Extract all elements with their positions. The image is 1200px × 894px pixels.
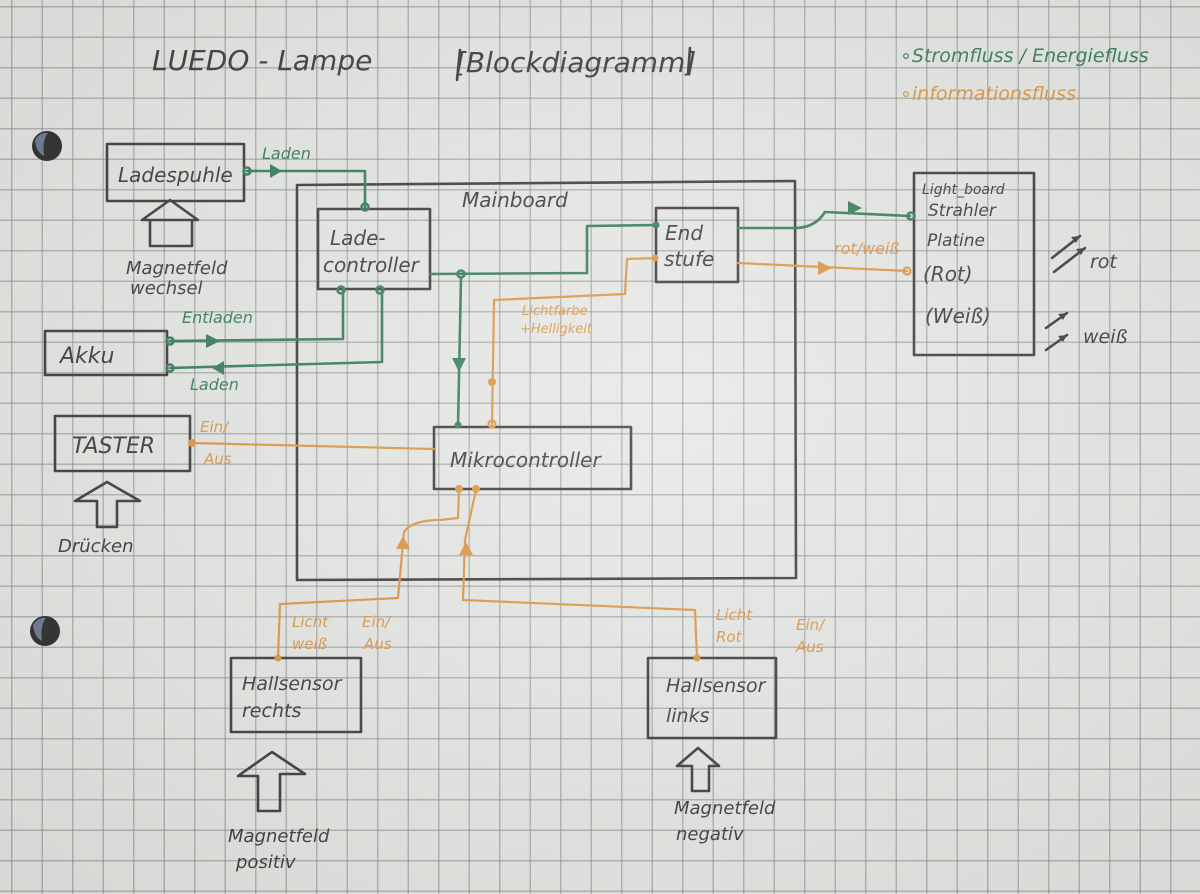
info-flow-taster-to-mikrocontroller — [188, 439, 436, 451]
taster-input: Drücken — [58, 536, 133, 557]
edge-label-rot-weiss: rot/weiß — [834, 239, 899, 258]
power-flow-endstufe-to-lightboard — [736, 201, 916, 230]
white-light-emission-icon — [1044, 311, 1069, 352]
binder-hole-top — [32, 131, 62, 161]
subtitle-brackets — [455, 46, 692, 82]
hallsensor-rechts-label-1: Hallsensor — [242, 673, 343, 695]
ladespule-input-1: Magnetfeld — [126, 258, 228, 279]
hallsensor-rechts-label-2: rechts — [242, 700, 301, 722]
magnetfeld-positiv-arrow-icon — [236, 750, 307, 813]
edge-label-hl-aus: Aus — [795, 638, 824, 656]
hallsensor-links-input-1: Magnetfeld — [674, 798, 776, 819]
power-flow-ladecontroller-to-endstufe — [428, 221, 660, 279]
lightboard-label-1: Light_board — [922, 182, 1005, 198]
edge-label-hr-licht-2: weiß — [292, 635, 327, 653]
akku-label: Akku — [58, 344, 114, 369]
hallsensor-rechts-block — [229, 656, 363, 734]
magnetfeld-negativ-arrow-icon — [675, 746, 721, 793]
taster-label: TASTER — [72, 434, 155, 459]
hallsensor-links-label-1: Hallsensor — [666, 675, 767, 697]
binder-hole-bottom — [30, 616, 60, 646]
legend-info-flow: ∘informationsfluss — [900, 83, 1076, 105]
edge-label-lichtfarbe-1: Lichtfarbe — [522, 304, 587, 319]
lightboard-label-2: Strahler — [928, 201, 997, 221]
druecken-arrow-icon — [73, 480, 142, 529]
edge-label-taster-aus: Aus — [203, 450, 232, 468]
edge-label-hl-ein: Ein/ — [796, 616, 826, 634]
hallsensor-rechts-input-2: positiv — [235, 852, 296, 873]
edge-label-laden-akku: Laden — [190, 375, 239, 394]
endstufe-label-1: End — [665, 221, 703, 245]
endstufe-block — [654, 206, 740, 284]
hallsensor-links-block — [646, 656, 778, 740]
edge-label-entladen: Entladen — [182, 308, 253, 327]
red-light-emission-icon — [1050, 234, 1087, 274]
magnetfeld-house-icon — [140, 198, 200, 248]
diagram-subtitle: [Blockdiagramm] — [455, 46, 696, 79]
info-flow-hallsensor-links-to-mikrocontroller — [459, 485, 701, 662]
endstufe-label-2: stufe — [664, 247, 714, 271]
edge-label-hr-licht-1: Licht — [292, 613, 329, 631]
mikrocontroller-label: Mikrocontroller — [450, 448, 602, 472]
edge-label-taster-ein: Ein/ — [200, 418, 230, 436]
mikrocontroller-block — [432, 425, 633, 491]
akku-block — [43, 329, 169, 377]
lightboard-block — [912, 171, 1036, 357]
edge-label-hr-aus: Aus — [363, 635, 392, 653]
edge-label-hr-ein: Ein/ — [362, 613, 392, 631]
edge-label-hl-licht-1: Licht — [716, 606, 753, 624]
ladecontroller-label-2: controller — [323, 253, 421, 277]
info-flow-mikrocontroller-to-endstufe — [487, 254, 659, 429]
power-flow-ladespule-to-ladecontroller — [242, 164, 370, 212]
mainboard-block — [295, 179, 798, 582]
lightboard-label-3: Platine — [927, 231, 985, 251]
ladecontroller-label-1: Lade- — [330, 226, 386, 250]
output-rot-label: rot — [1090, 251, 1118, 273]
info-flow-hallsensor-rechts-to-mikrocontroller — [274, 485, 463, 662]
output-weiss-label: weiß — [1083, 326, 1128, 348]
info-flow-endstufe-to-lightboard — [736, 261, 912, 276]
ladecontroller-block — [316, 207, 432, 291]
hallsensor-rechts-input-1: Magnetfeld — [228, 826, 330, 847]
ladespule-label: Ladespuhle — [118, 163, 233, 187]
lightboard-label-4: (Rot) — [923, 262, 973, 286]
lightboard-label-5: (Weiß) — [925, 304, 991, 328]
hallsensor-links-input-2: negativ — [676, 824, 744, 845]
power-flow-akku-laden — [165, 285, 385, 375]
legend-power-flow: ∘Stromfluss / Energiefluss — [900, 45, 1149, 67]
edge-label-laden-top: Laden — [262, 144, 311, 163]
power-flow-akku-entladen — [165, 285, 346, 348]
edge-label-lichtfarbe-2: +Helligkeit — [520, 322, 593, 337]
hallsensor-links-label-2: links — [666, 705, 710, 727]
power-flow-to-mikrocontroller — [452, 275, 466, 429]
diagram-title: LUEDO - Lampe — [152, 44, 372, 77]
mainboard-label: Mainboard — [462, 188, 568, 212]
ladespule-input-2: wechsel — [130, 278, 203, 299]
edge-label-hl-licht-2: Rot — [716, 628, 743, 646]
